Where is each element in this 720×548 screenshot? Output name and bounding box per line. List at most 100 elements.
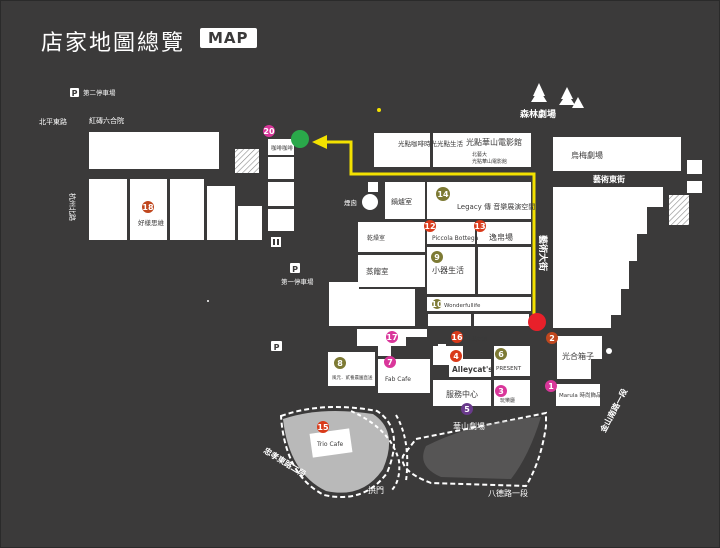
store-marker-12[interactable] [424,220,436,232]
street-yishu-avenue: 藝術大街 [537,235,549,271]
store-marker-13[interactable] [474,220,486,232]
page-title: 店家地圖總覽 [41,31,186,56]
store-number: 17 [386,333,397,342]
building-hangzhou[interactable] [89,179,127,240]
store-marker-20[interactable] [263,125,275,137]
chimney-marker [362,194,378,210]
facility-icon [360,334,369,343]
facility-icon [373,334,382,343]
store-marker-5[interactable] [461,403,473,415]
store-name: 好樣思維 [138,218,165,227]
building-west-central[interactable] [329,282,415,326]
store-marker-18[interactable] [142,201,154,213]
building-13[interactable] [477,222,531,244]
store-marker-1[interactable] [545,380,557,392]
store-name: 小器生活 [432,265,464,275]
store-marker-7[interactable] [384,356,396,368]
store-number: 10 [431,300,443,309]
accessible-parking-icon [271,341,282,351]
store-name: Legacy 傳 音樂展演空間 [457,202,535,211]
store-marker-8[interactable] [334,357,346,369]
restroom-icon-figure [273,239,275,245]
street-beiping-east: 北平東路 [39,117,67,126]
store-number: 14 [437,190,449,199]
store-name: Alleycat's [452,365,493,374]
building-wumei-theatre[interactable] [553,137,681,171]
destination-marker[interactable] [291,130,309,148]
store-marker-14[interactable] [436,187,450,201]
parking-second-label: 第二停車場 [83,88,116,97]
building-col-3[interactable] [268,182,294,206]
route-path [323,140,536,321]
building-left-4[interactable] [207,186,235,240]
building-8[interactable] [328,352,375,386]
label-guangdian-cafe: 光點咖啡時光 [398,139,438,148]
building-col-4[interactable] [268,209,294,231]
hatched-area-east [669,195,689,225]
store-name: 風元．貳養農園直送 [332,374,373,381]
store-number: 12 [424,222,435,231]
building-strip-2[interactable] [474,314,529,326]
building-10[interactable] [427,297,531,311]
store-name: 逸帛場 [489,232,513,242]
tree-icon [572,97,584,108]
store-marker-4[interactable] [450,350,462,362]
store-number: 9 [434,253,440,262]
store-number: 6 [498,350,504,359]
restroom-icon [376,154,386,164]
building-cooling[interactable] [358,222,425,252]
label-service-center: 服務中心 [446,389,478,399]
parking-icon [290,263,300,273]
facility-icon [438,344,446,352]
building-hongzhuan[interactable] [89,132,219,169]
store-marker-10[interactable] [432,299,442,309]
store-marker-16[interactable] [451,331,463,343]
building-furnace[interactable] [385,182,425,219]
building-strip-1[interactable] [428,314,471,326]
label-furnace-room: 鍋爐室 [391,197,412,206]
start-marker[interactable] [528,313,546,331]
path-curve [350,410,401,492]
tree-icon [559,93,575,105]
store-number: 18 [142,203,154,212]
store-number: 13 [474,222,485,231]
building-alleycats[interactable] [449,359,491,377]
building-trio[interactable] [309,428,353,458]
building-service-center[interactable] [433,380,491,406]
building-left-5[interactable] [238,206,262,240]
building-20[interactable] [268,139,294,155]
store-marker-3[interactable] [495,385,507,397]
building-left-3[interactable] [170,179,204,240]
store-number: 5 [464,405,470,414]
label-gift: 玩樂廳 [500,397,515,404]
building-col-2[interactable] [268,157,294,179]
building-2[interactable] [557,336,602,379]
label-distill-room: 蒸餾室 [366,266,389,276]
route-dot [377,108,381,112]
store-marker-2[interactable] [546,332,558,344]
building-yishu-east[interactable] [553,187,663,328]
label-guangdian-cinema: 光點華山電影館 [466,137,522,147]
building-guangdian-cinema[interactable] [433,133,531,167]
label-chimney: 煙囪 [344,198,357,207]
store-number: 2 [549,334,555,343]
store-marker-15[interactable] [317,421,329,433]
store-number: 1 [548,382,554,391]
store-marker-6[interactable] [495,348,507,360]
store-number: 16 [451,333,463,342]
store-number: 15 [317,423,329,432]
building-12[interactable] [427,222,475,244]
building-marula[interactable] [556,384,600,406]
building-right-9[interactable] [478,247,531,294]
building-small-east-2 [687,181,702,193]
street-jinshan-south: 金山南路一段 [597,387,629,435]
label-guangdian-life: 光點生活 [437,139,464,148]
huashan-theatre-outline [401,411,547,488]
store-marker-17[interactable] [386,331,398,343]
building-small-east-1 [687,160,702,174]
label-gate: 拱門 [368,485,384,495]
building-distill[interactable] [358,255,425,287]
store-name: Marula 時尚飾品 [559,391,602,399]
store-marker-9[interactable] [431,251,443,263]
